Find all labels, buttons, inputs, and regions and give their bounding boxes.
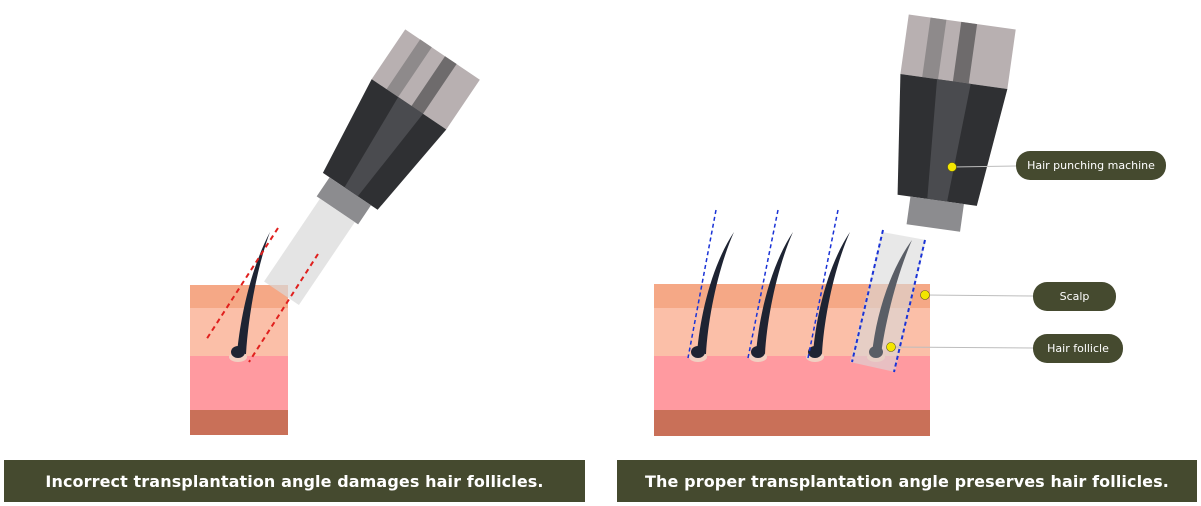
hair-follicle-label: Hair follicle — [1033, 334, 1123, 363]
skin-top-layer — [190, 285, 288, 308]
skin-block-left — [190, 285, 288, 435]
skin-base-layer — [654, 410, 930, 436]
scalp-marker — [920, 290, 930, 300]
incorrect-angle-panel — [190, 29, 480, 435]
skin-deep-layer — [190, 356, 288, 410]
hair-strand-3 — [806, 232, 850, 362]
callout-markers — [886, 162, 957, 352]
proper-angle-caption: The proper transplantation angle preserv… — [617, 460, 1197, 502]
hair-punching-machine-label: Hair punching machine — [1016, 151, 1166, 180]
proper-guide-lines — [687, 209, 926, 373]
machine-marker — [947, 162, 957, 172]
punch-machine-upright — [897, 14, 1016, 232]
hair-strand-left — [229, 232, 270, 362]
hair-strand-2 — [749, 232, 793, 362]
proper-angle-panel — [654, 14, 1034, 436]
follicle-marker — [886, 342, 896, 352]
punch-machine-tilted — [264, 29, 480, 306]
skin-base-layer — [190, 410, 288, 435]
hair-strand-1 — [689, 232, 734, 362]
callout-leaders — [890, 165, 1034, 349]
hair-strand-4-extracted — [850, 232, 926, 372]
scalp-label: Scalp — [1033, 282, 1116, 311]
incorrect-guide-lines — [205, 227, 319, 363]
incorrect-angle-caption: Incorrect transplantation angle damages … — [4, 460, 585, 502]
